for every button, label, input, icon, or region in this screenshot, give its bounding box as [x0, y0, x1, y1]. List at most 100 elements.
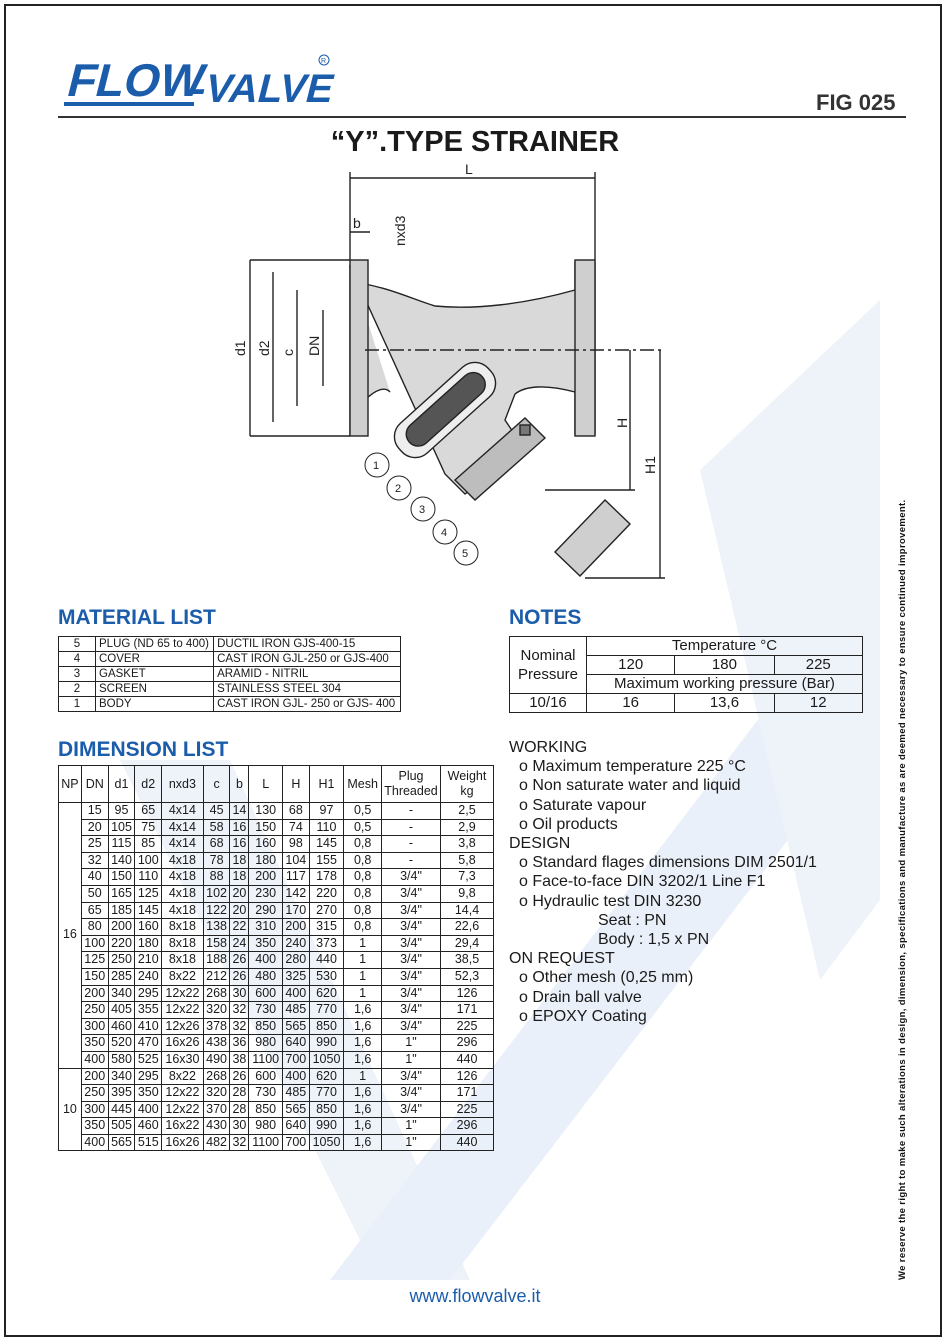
- dim-cell: 4x14: [161, 835, 204, 853]
- dim-cell: 200: [248, 868, 283, 886]
- dim-cell: 171: [440, 1001, 494, 1019]
- dim-cell: 25: [80, 835, 109, 853]
- dim-header: d2: [134, 765, 163, 803]
- dim-cell: 98: [281, 835, 310, 853]
- material-n: 2: [58, 681, 96, 697]
- dim-cell: 320: [202, 1084, 231, 1102]
- dim-cell: 38,5: [440, 951, 494, 969]
- material-part: PLUG (ND 65 to 400): [94, 636, 215, 652]
- dim-cell: 9,8: [440, 884, 494, 903]
- dim-cell: 14,4: [440, 901, 494, 920]
- dim-cell: 850: [248, 1100, 283, 1119]
- dim-cell: 270: [308, 901, 345, 920]
- dim-cell: 150: [107, 868, 136, 886]
- dim-cell: 240: [134, 967, 163, 986]
- dim-cell: 126: [440, 1067, 494, 1086]
- dim-cell: 40: [80, 868, 109, 886]
- dim-cell: 730: [248, 1084, 283, 1102]
- dim-cell: 100: [134, 851, 163, 870]
- dim-cell: 0,8: [343, 835, 382, 853]
- dim-cell: 125: [80, 951, 109, 969]
- dim-cell: 295: [134, 1067, 163, 1086]
- dim-cell: 530: [308, 967, 345, 986]
- dim-cell: 110: [308, 818, 345, 837]
- dim-cell: 440: [440, 1050, 494, 1069]
- dim-cell: 8x18: [161, 951, 204, 969]
- dim-cell: 3/4": [381, 868, 441, 886]
- max-working-label: Maximum working pressure (Bar): [586, 674, 863, 694]
- dim-cell: 160: [134, 918, 163, 936]
- dim-cell: 482: [202, 1133, 231, 1152]
- dim-cell: 400: [281, 984, 310, 1003]
- dim-cell: 980: [248, 1117, 283, 1135]
- balloon-2: 2: [395, 483, 401, 495]
- dim-cell: 280: [281, 951, 310, 969]
- dim-cell: 770: [308, 1001, 345, 1019]
- dim-cell: 74: [281, 818, 310, 837]
- dim-cell: 3/4": [381, 1084, 441, 1102]
- note-line: WORKING: [509, 739, 588, 756]
- dim-cell: 20: [80, 818, 109, 837]
- dim-cell: 3/4": [381, 918, 441, 936]
- page-title: “Y”.TYPE STRAINER: [330, 126, 620, 158]
- dim-cell: 4x18: [161, 868, 204, 886]
- dim-cell: 100: [80, 934, 109, 953]
- dim-b: b: [353, 215, 361, 231]
- dim-cell: 485: [281, 1084, 310, 1102]
- dim-cell: 130: [248, 802, 283, 820]
- dim-cell: 18: [229, 851, 250, 870]
- website-link[interactable]: www.flowvalve.it: [409, 1286, 541, 1306]
- flow-valve-logo: FLOW -VALVE R: [63, 54, 339, 111]
- dim-nxd3: nxd3: [392, 215, 408, 246]
- fig-number: FIG 025: [816, 90, 896, 115]
- dim-cell: 28: [229, 1084, 250, 1102]
- dim-cell: 16: [229, 835, 250, 853]
- dim-cell: 180: [134, 934, 163, 953]
- temperature-label: Temperature °C: [586, 636, 863, 656]
- dim-cell: 1,6: [343, 1017, 382, 1036]
- dim-cell: 142: [281, 884, 310, 903]
- balloon-1: 1: [373, 460, 379, 472]
- dim-cell: 155: [308, 851, 345, 870]
- dim-cell: 850: [248, 1017, 283, 1036]
- dim-cell: 490: [202, 1050, 231, 1069]
- dim-cell: 3/4": [381, 901, 441, 920]
- dim-cell: 990: [308, 1117, 345, 1135]
- dim-cell: 125: [134, 884, 163, 903]
- dim-cell: 104: [281, 851, 310, 870]
- dim-cell: 3/4": [381, 1017, 441, 1036]
- dim-cell: 200: [107, 918, 136, 936]
- dim-cell: 122: [202, 901, 231, 920]
- dim-cell: 438: [202, 1034, 231, 1052]
- dim-header: Weight kg: [440, 765, 494, 803]
- svg-text:R: R: [321, 58, 326, 65]
- dim-cell: 350: [80, 1034, 109, 1052]
- dim-cell: 0,8: [343, 868, 382, 886]
- dim-cell: 620: [308, 984, 345, 1003]
- dim-cell: 350: [248, 934, 283, 953]
- page-frame: [4, 4, 942, 1337]
- dim-cell: 200: [80, 1067, 109, 1086]
- dim-cell: 200: [281, 918, 310, 936]
- dim-cell: 95: [107, 802, 136, 820]
- dim-cell: 36: [229, 1034, 250, 1052]
- dim-cell: 138: [202, 918, 231, 936]
- dim-cell: 565: [281, 1100, 310, 1119]
- dim-cell: 26: [229, 951, 250, 969]
- dim-cell: 730: [248, 1001, 283, 1019]
- note-line: o Standard flages dimensions DIM 2501/1: [519, 854, 817, 872]
- dim-cell: 20: [229, 901, 250, 920]
- dim-cell: 1: [343, 951, 382, 969]
